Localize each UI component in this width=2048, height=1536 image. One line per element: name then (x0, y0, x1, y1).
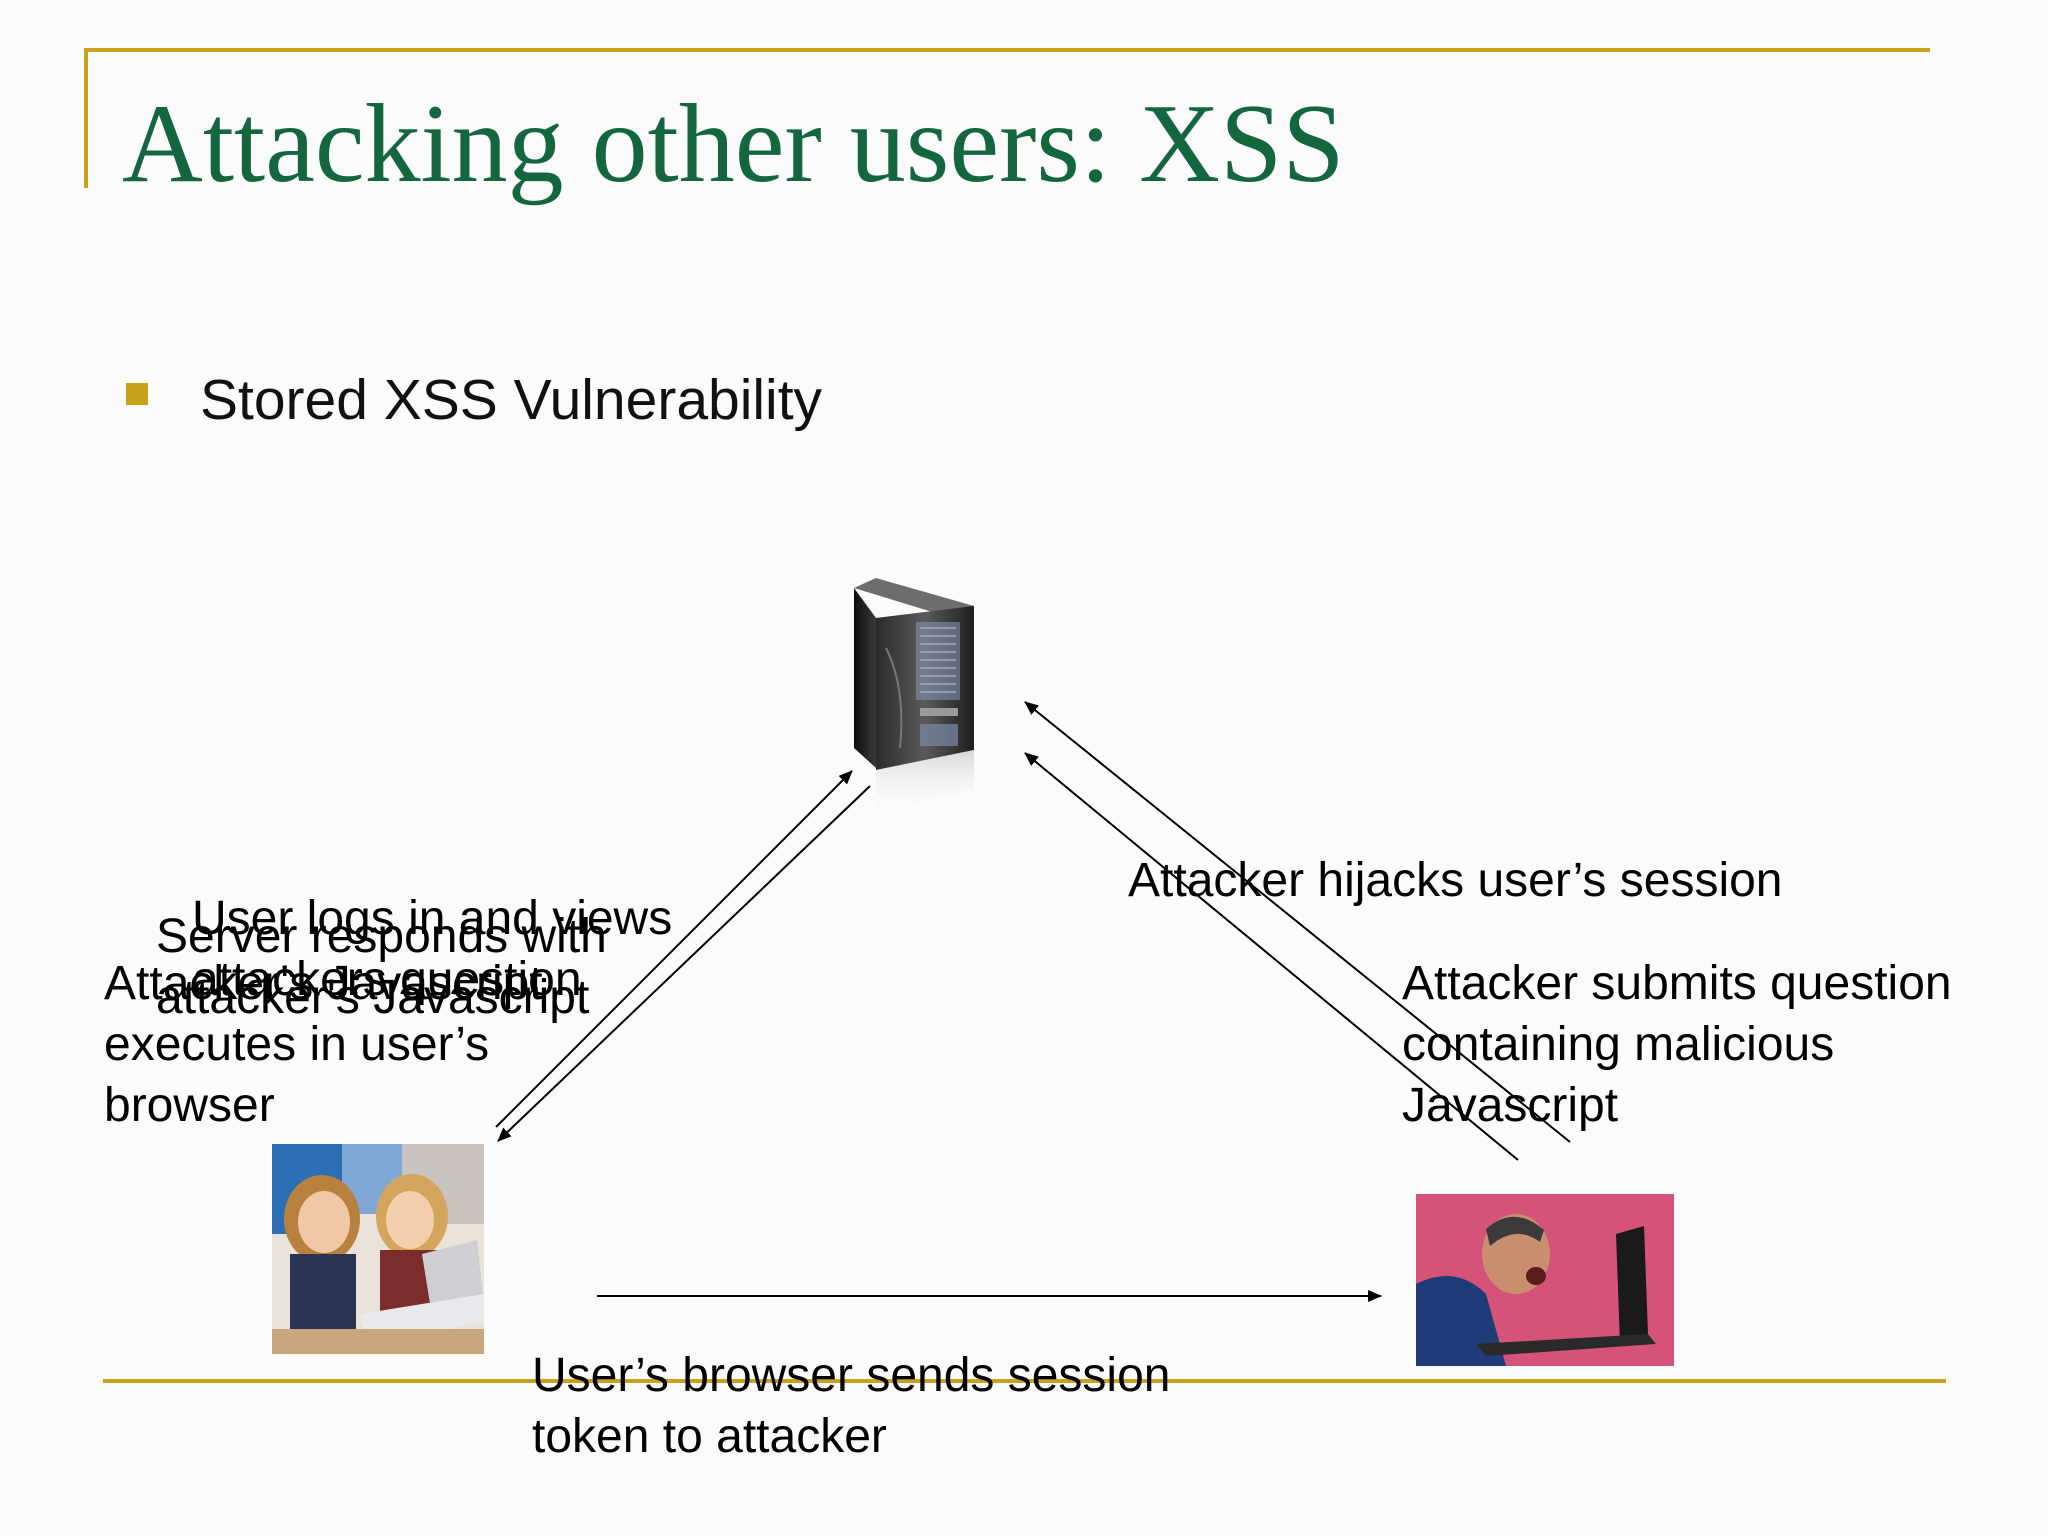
bottom-rule (103, 1379, 1946, 1383)
left-rule (84, 48, 88, 188)
top-rule (84, 48, 1930, 52)
bullet-text: Stored XSS Vulnerability (200, 368, 823, 432)
arrow-server-to-user (497, 785, 871, 1142)
users-at-laptop-photo (272, 1144, 484, 1354)
label-browser-sends-token: User’s browser sends session token to at… (532, 1349, 1171, 1463)
server-icon (854, 578, 974, 813)
label-attacker-submits: Attacker submits question containing mal… (1402, 957, 1952, 1132)
label-attacker-hijacks: Attacker hijacks user’s session (1128, 854, 1783, 907)
label-user-logs-in: User logs in and views attackers questio… (192, 892, 673, 1006)
bullet-square-icon (126, 383, 148, 405)
label-server-responds: Server responds with attacker's Javascri… (156, 910, 607, 1024)
arrow-submit-to-server (1024, 701, 1571, 1143)
label-attacker-js-executes: Attacker's Javascript executes in user’s… (104, 957, 543, 1132)
attacker-at-laptop-photo (1416, 1194, 1674, 1366)
slide-title: Attacking other users: XSS (122, 82, 1345, 206)
arrow-hijack-to-server (1024, 752, 1519, 1161)
arrow-user-to-server (495, 770, 853, 1128)
